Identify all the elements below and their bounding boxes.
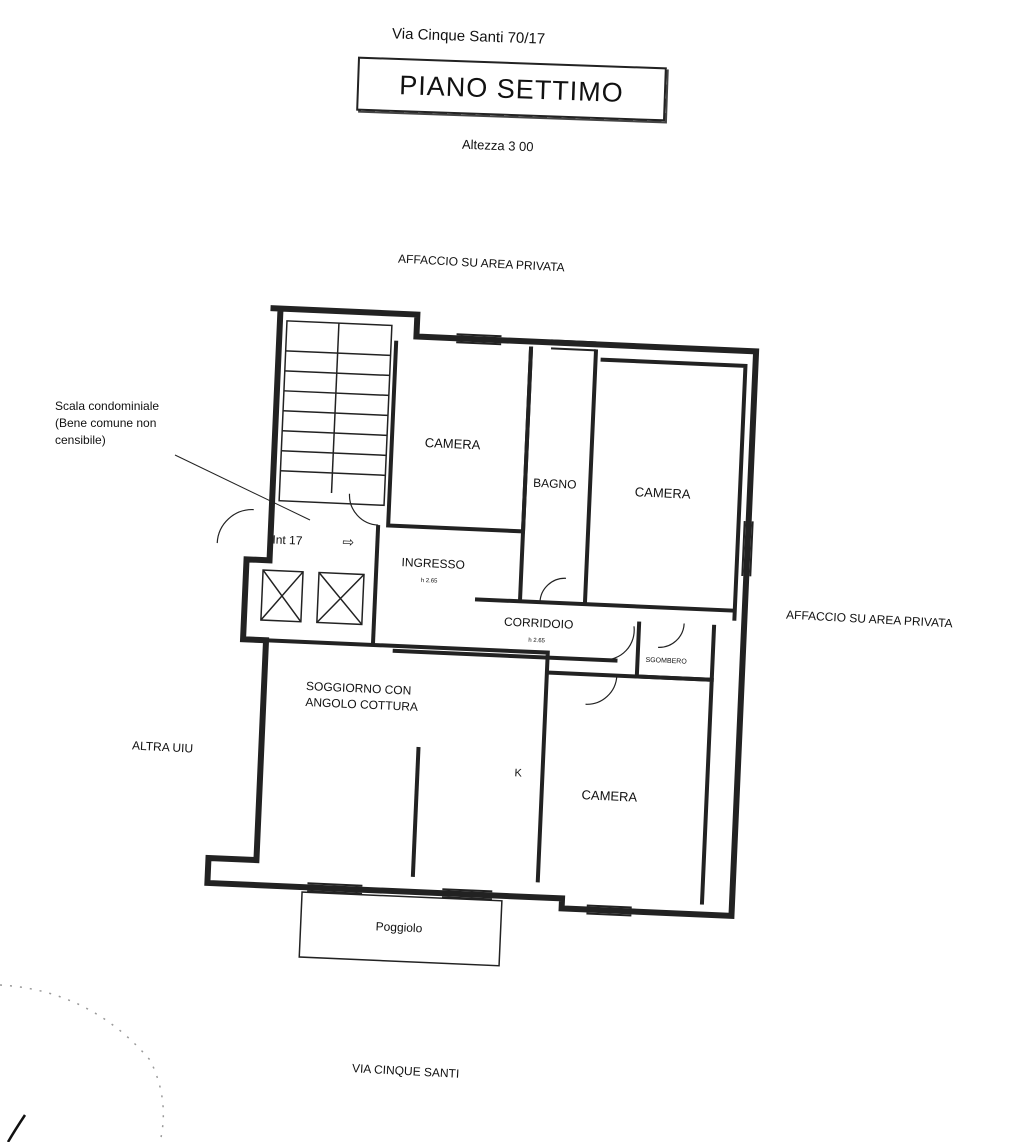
- signature-stroke: [6, 1114, 27, 1142]
- interior-walls: [267, 340, 748, 905]
- room-corridoio: CORRIDOIO: [504, 615, 574, 632]
- room-bagno: BAGNO: [533, 476, 577, 492]
- room-camera-ne: CAMERA: [635, 484, 692, 501]
- corridoio-height: h 2.65: [528, 638, 546, 645]
- windows: [307, 333, 754, 917]
- stair-note-leader: [174, 454, 311, 521]
- kitchen-mark: K: [514, 767, 523, 779]
- balcony: [298, 891, 503, 967]
- entrance-arrow-icon: ⇨: [342, 534, 355, 551]
- stair-note: Scala condominiale (Bene comune non cens…: [55, 399, 160, 447]
- entrance-label: Int 17: [272, 532, 303, 547]
- stamp-remnant: [0, 984, 165, 1142]
- room-soggiorno-line1: SOGGIORNO CON: [306, 679, 412, 698]
- ingresso-height: h 2.65: [421, 578, 439, 585]
- room-camera-nw: CAMERA: [424, 435, 481, 452]
- room-ingresso: INGRESSO: [401, 555, 465, 572]
- room-soggiorno-line2: ANGOLO COTTURA: [305, 695, 418, 714]
- staircase: [260, 320, 393, 626]
- room-camera-se: CAMERA: [581, 787, 638, 804]
- room-sgombero: SGOMBERO: [645, 657, 687, 666]
- room-poggiolo: Poggiolo: [375, 919, 423, 935]
- door-swings: [216, 493, 685, 705]
- outer-wall: [204, 305, 760, 919]
